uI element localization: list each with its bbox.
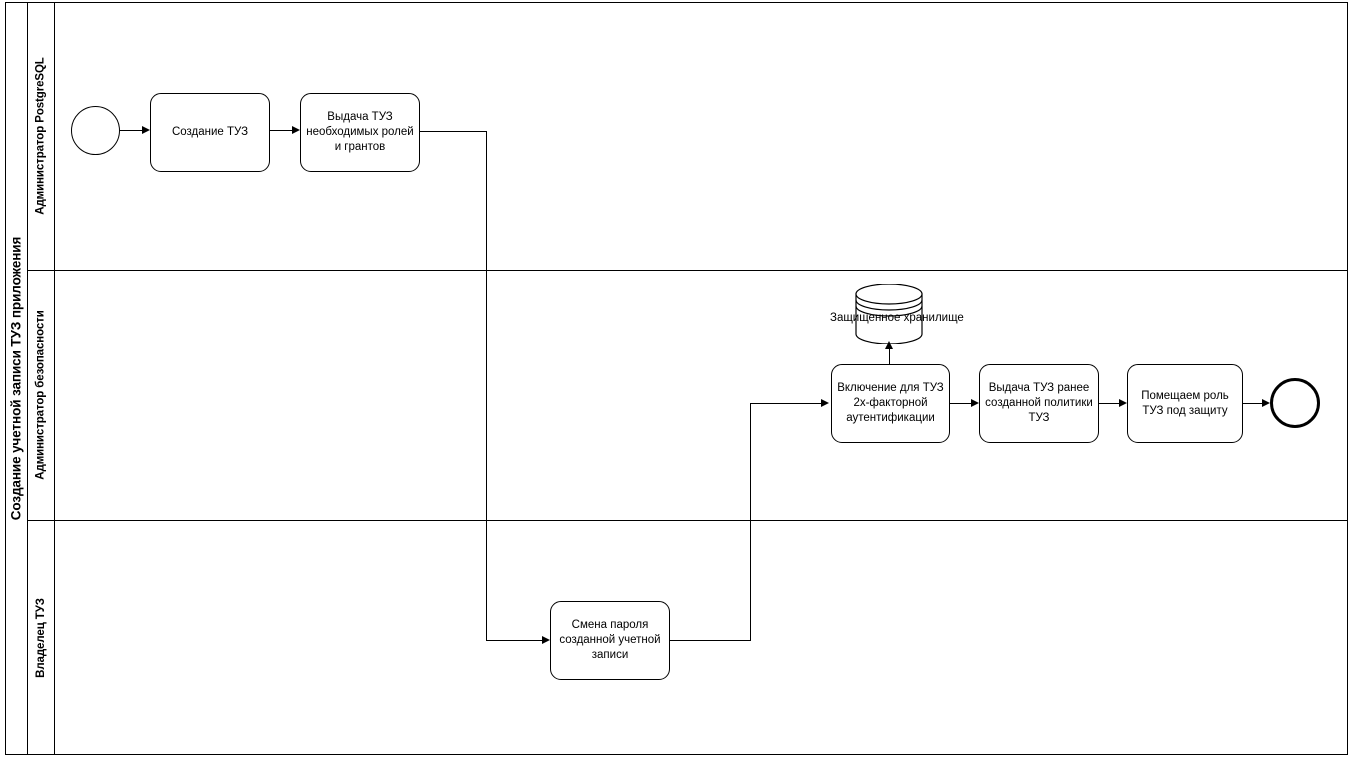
lane-header-admin-postgresql: Администратор PostgreSQL xyxy=(28,2,55,270)
flow-arrow-2fa-to-policy xyxy=(971,399,979,407)
flow-arrow-change-to-2fa xyxy=(821,399,829,407)
datastore-cylinder-icon xyxy=(855,283,923,345)
datastore-label-text: Защищенное хранилище xyxy=(830,312,964,324)
lane-header-tuz-owner: Владелец ТУЗ xyxy=(28,520,55,755)
flow-change-to-2fa-seg1 xyxy=(670,640,751,642)
lane-divider-1 xyxy=(28,270,1348,271)
lane-divider-2 xyxy=(28,520,1348,521)
flow-change-to-2fa-seg3 xyxy=(750,403,823,405)
task-apply-policy-label: Выдача ТУЗ ранее созданной политики ТУЗ xyxy=(985,382,1093,424)
flow-create-to-grant xyxy=(270,130,294,132)
task-enable-2fa-label: Включение для ТУЗ 2х-факторной аутентифи… xyxy=(837,382,944,424)
pool xyxy=(5,2,1348,755)
task-create-tuz[interactable]: Создание ТУЗ xyxy=(150,93,270,172)
flow-arrow-policy-to-protect xyxy=(1119,399,1127,407)
pool-title-label: Создание учетной записи ТУЗ приложения xyxy=(8,236,24,521)
lane-label-admin-postgresql: Администратор PostgreSQL xyxy=(35,57,47,215)
flow-2fa-to-policy xyxy=(950,403,973,405)
task-apply-policy[interactable]: Выдача ТУЗ ранее созданной политики ТУЗ xyxy=(979,364,1099,443)
start-event[interactable] xyxy=(71,106,120,155)
flow-grant-to-change-seg1 xyxy=(420,131,487,133)
flow-arrow-protect-to-end xyxy=(1262,399,1270,407)
task-grant-roles-label: Выдача ТУЗ необходимых ролей и грантов xyxy=(306,111,414,153)
flow-protect-to-end xyxy=(1243,403,1266,405)
lane-label-admin-security: Администратор безопасности xyxy=(35,310,48,480)
flow-change-to-2fa-seg2 xyxy=(750,403,752,641)
flow-policy-to-protect xyxy=(1099,403,1122,405)
task-change-password[interactable]: Смена пароля созданной учетной записи xyxy=(550,601,670,680)
end-event[interactable] xyxy=(1270,378,1320,428)
flow-grant-to-change-seg3 xyxy=(486,640,544,642)
flow-arrow-create-to-grant xyxy=(292,126,300,134)
datastore-secure-storage[interactable] xyxy=(854,283,924,345)
task-enable-2fa[interactable]: Включение для ТУЗ 2х-факторной аутентифи… xyxy=(831,364,950,443)
lane-label-tuz-owner: Владелец ТУЗ xyxy=(35,597,48,678)
pool-title: Создание учетной записи ТУЗ приложения xyxy=(5,2,28,755)
task-protect-role-label: Помещаем роль ТУЗ под защиту xyxy=(1141,389,1229,417)
task-protect-role[interactable]: Помещаем роль ТУЗ под защиту xyxy=(1127,364,1243,443)
association-2fa-to-datastore xyxy=(889,348,891,365)
flow-arrow-grant-to-change xyxy=(542,636,550,644)
task-create-tuz-label: Создание ТУЗ xyxy=(171,126,249,138)
association-arrow-2fa-to-datastore xyxy=(885,341,893,349)
task-grant-roles[interactable]: Выдача ТУЗ необходимых ролей и грантов xyxy=(300,93,420,172)
flow-start-to-create xyxy=(120,130,144,132)
datastore-label: Защищенное хранилище xyxy=(830,311,964,326)
lane-header-admin-security: Администратор безопасности xyxy=(28,270,55,520)
flow-grant-to-change-seg2 xyxy=(486,131,488,640)
task-change-password-label: Смена пароля созданной учетной записи xyxy=(559,619,661,661)
flow-arrow-start-to-create xyxy=(142,126,150,134)
